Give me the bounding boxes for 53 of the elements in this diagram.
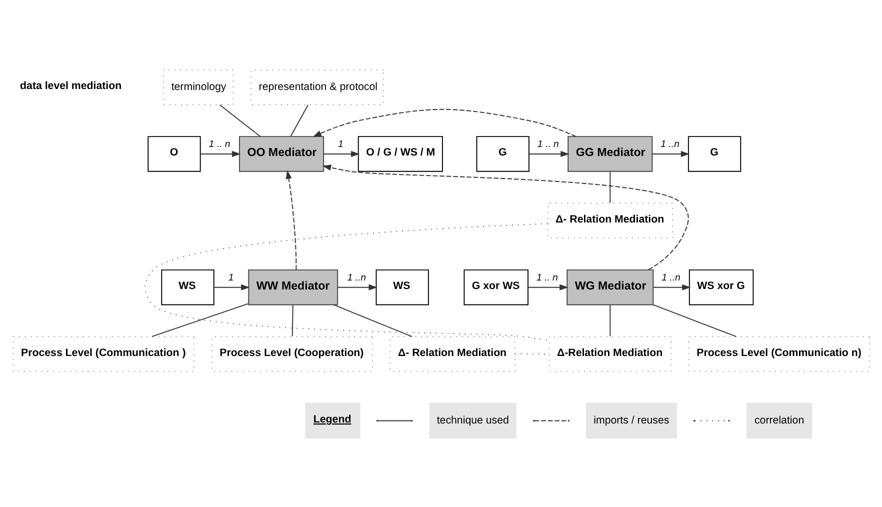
edge-label: 1 (228, 272, 234, 284)
connector (219, 104, 261, 136)
node-box: Process Level (Cooperation) (211, 336, 373, 372)
node-box: WS xor G (688, 268, 754, 305)
node-box: Δ-Relation Mediation (548, 336, 672, 372)
node-box: GG Mediator (568, 136, 653, 172)
edge-label: 1 .. n (208, 138, 230, 150)
arrow (312, 108, 576, 137)
legend-label: imports / reuses (594, 414, 670, 426)
connector (610, 304, 611, 336)
legend-label: correlation (754, 414, 804, 426)
node-box: WS (161, 268, 214, 305)
node-box: G (476, 136, 530, 172)
connector (290, 104, 309, 136)
legend-label: technique used (436, 414, 509, 426)
node-box: WG Mediator (566, 268, 654, 305)
node-box: O / G / WS / M (358, 136, 443, 172)
arrow (286, 170, 297, 270)
node-box: G xor WS (464, 268, 528, 305)
arrow (323, 150, 360, 156)
node-box: Δ- Relation Mediation (390, 336, 516, 372)
connector (292, 304, 294, 336)
arrow (528, 150, 570, 156)
connector (151, 302, 249, 337)
connector (333, 304, 412, 337)
arrow (200, 150, 241, 156)
edge-label: 1 ..n (660, 138, 680, 150)
edge-label: 1 .. n (536, 272, 558, 284)
label: data level mediation (20, 80, 122, 92)
edge-label: 1 .. n (537, 138, 559, 150)
arrow (528, 284, 568, 290)
connector (610, 170, 611, 203)
edge-label: 1 ..n (662, 272, 680, 284)
node-box: O (148, 136, 201, 172)
edge-label: 1 (338, 138, 344, 150)
arrow (652, 284, 691, 290)
node-box: Δ- Relation Mediation (547, 202, 673, 238)
arrow (322, 164, 689, 270)
node-box: Process Level (Communicatio n) (688, 336, 870, 372)
edge-label: 1 ..n (347, 272, 366, 284)
node-box: G (688, 136, 742, 172)
arrow (652, 150, 690, 156)
connector (652, 304, 737, 337)
label: Legend (313, 412, 352, 425)
connector (144, 222, 550, 341)
node-box: WW Mediator (248, 268, 338, 305)
node-box: OO Mediator (238, 136, 324, 172)
arrow (214, 284, 250, 290)
arrow (337, 284, 378, 290)
node-box: WS (376, 268, 429, 305)
node-box: Process Level (Communication ) (12, 336, 195, 372)
node-box: representation & protocol (250, 68, 384, 105)
node-box: terminology (163, 68, 234, 105)
